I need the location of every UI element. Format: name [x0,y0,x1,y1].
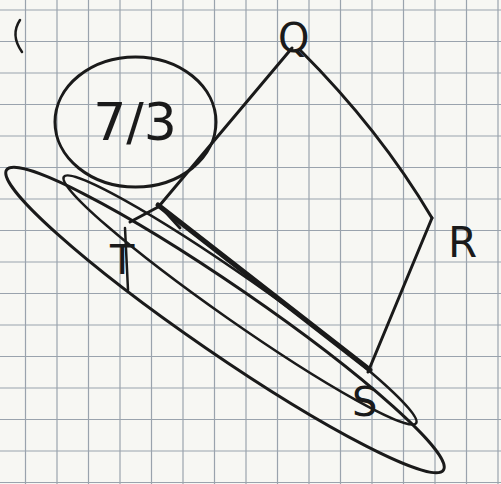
grid-line [0,450,501,451]
grid-line [0,387,501,388]
grid-line [0,419,501,420]
point-label: S [352,382,377,422]
circle-outline [55,57,216,187]
point-label: R [448,222,477,264]
point-label: Q [278,18,309,58]
grid-line [0,293,501,294]
edge-qr [300,50,432,218]
grid-line [0,104,501,105]
inner-ellipse [51,159,428,442]
grid-line [0,41,501,42]
fraction-text: 7/3 [93,96,177,148]
outer-ellipse [0,142,463,484]
grid-line [0,356,501,357]
grid-line [0,135,501,136]
corner-mark [15,20,22,52]
edge-qt [160,48,292,205]
grid-line [0,261,501,262]
grid-line [0,9,501,10]
grid-line [0,482,501,483]
edge-rs [368,218,432,372]
grid-line [0,324,501,325]
quadrilateral-figure [0,20,463,484]
point-label: T [110,240,134,280]
circled-note: 7/3 [53,55,218,189]
grid-line [0,72,501,73]
grid-line [0,198,501,199]
